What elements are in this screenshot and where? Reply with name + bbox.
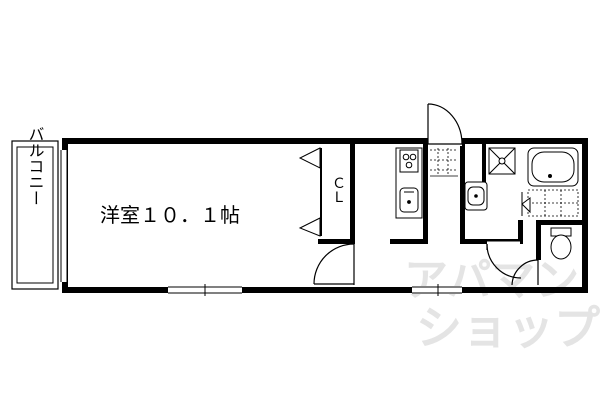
balcony-label: バルコニー (26, 126, 45, 206)
bath-floor-tiles (527, 189, 579, 217)
wall-bath-left (482, 144, 486, 182)
wall-closet-bottom (318, 239, 355, 244)
genkan-tiles (430, 148, 458, 177)
watermark-line1: アパマン (404, 255, 579, 306)
kitchen (395, 147, 423, 219)
balcony-rail-inner (16, 146, 54, 284)
western-room-label: 洋室１０．１帖 (100, 203, 240, 227)
wall-wash-left (460, 144, 465, 244)
room-door (313, 243, 355, 285)
kitchen-sink-icon (399, 187, 419, 213)
watermark-line2: ショップ (416, 301, 600, 355)
bath-door (521, 192, 531, 216)
washbasin-icon (464, 181, 488, 211)
wall-bottom (62, 287, 588, 293)
closet-label: ＣＬ (330, 176, 346, 204)
wall-right (582, 138, 588, 293)
wall-toilet-left (536, 220, 541, 260)
wall-closet-right (350, 144, 355, 239)
wall-top-left (62, 138, 428, 144)
balcony-window (57, 150, 68, 282)
balcony: バルコニー (11, 126, 59, 290)
wall-top-right (462, 138, 586, 144)
interior-walls (318, 144, 582, 260)
bathtub-icon (527, 147, 579, 187)
wall-kitchen-right (423, 144, 428, 244)
bottom-window-main (168, 284, 242, 296)
watermark: アパマン ショップ (404, 255, 600, 355)
wall-closet-front (320, 148, 322, 236)
wall-toilet-top (536, 220, 582, 225)
bottom-window-entry (412, 284, 462, 296)
stove-icon (399, 149, 419, 173)
wall-kitchen-bottom (390, 239, 428, 244)
kitchen-counter (395, 147, 423, 219)
entrance-door (427, 103, 463, 146)
toilet-icon (550, 227, 572, 260)
wash-door (486, 241, 522, 279)
washing-machine-pan-icon (488, 147, 516, 175)
toilet-door (511, 259, 539, 286)
wall-wash-right (518, 220, 523, 244)
closet-doors (298, 147, 321, 237)
